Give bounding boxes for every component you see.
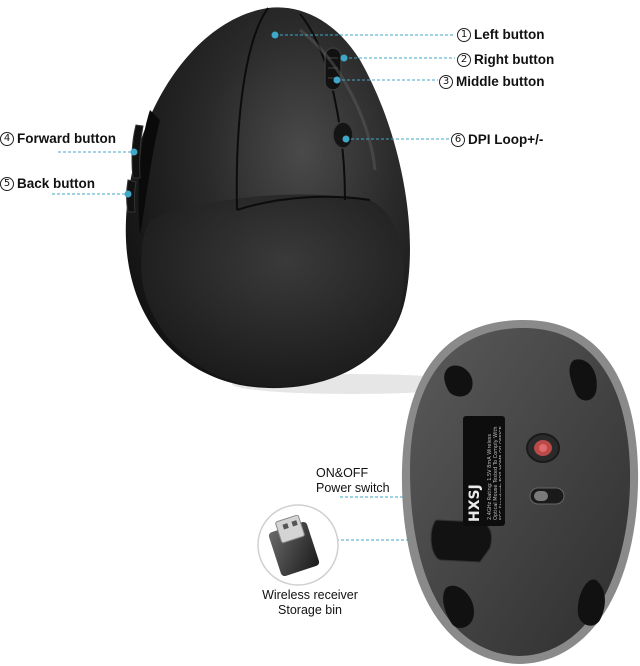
receiver-inset	[257, 504, 339, 586]
callout-label: Middle button	[456, 74, 545, 89]
foot-pad	[443, 585, 474, 628]
receiver-label: Wireless receiver Storage bin	[248, 588, 372, 618]
callout-label: Back button	[17, 176, 96, 191]
callout-right-button: 2 Right button	[457, 52, 554, 67]
mouse-bottom-view	[401, 319, 639, 664]
callout-label: DPI Loop+/-	[468, 132, 544, 147]
callout-back-button: 5 Back button	[0, 176, 95, 191]
power-switch-label: ON&OFF Power switch	[316, 466, 390, 496]
number-badge: 5	[0, 176, 14, 191]
callout-dpi-loop: 6 DPI Loop+/-	[451, 132, 543, 147]
scroll-wheel	[324, 47, 342, 91]
number-badge: 3	[439, 74, 453, 89]
callout-forward-button: 4 Forward button	[0, 131, 116, 146]
product-label-sticker: HXSJ 2.4GHz Rating: 1.5V 8mA Wireless Op…	[463, 416, 505, 526]
number-badge: 4	[0, 131, 14, 146]
mouse-front-view	[125, 7, 472, 394]
callout-label: Right button	[474, 52, 555, 67]
callout-middle-button: 3 Middle button	[439, 74, 544, 89]
foot-pad	[444, 365, 473, 397]
receiver-line1: Wireless receiver	[262, 588, 358, 602]
number-badge: 1	[457, 27, 471, 42]
number-badge: 6	[451, 132, 465, 147]
brand-logo: HXSJ	[467, 484, 483, 522]
power-switch-line2: Power switch	[316, 481, 390, 495]
foot-pad	[577, 579, 605, 626]
foot-pad	[569, 359, 597, 401]
callout-label: Left button	[474, 27, 545, 42]
forward-button-shape	[131, 124, 144, 179]
number-badge: 2	[457, 52, 471, 67]
receiver-line2: Storage bin	[278, 603, 342, 617]
label-fine-print: 2.4GHz Rating: 1.5V 8mA Wireless Optical…	[487, 426, 501, 520]
power-switch-line1: ON&OFF	[316, 466, 369, 480]
receiver-bin-cover	[430, 519, 493, 563]
callout-left-button: 1 Left button	[457, 27, 544, 42]
dpi-button-shape	[332, 121, 354, 149]
callout-label: Forward button	[17, 131, 116, 146]
